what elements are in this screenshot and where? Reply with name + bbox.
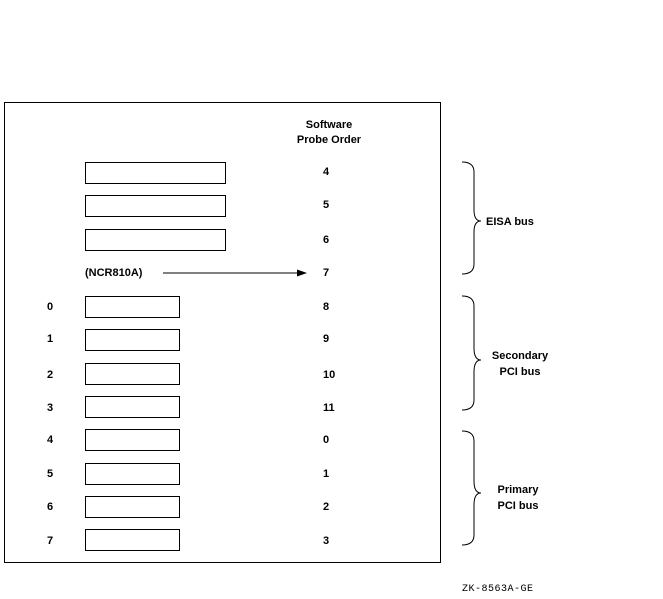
eisa-slot-2 [85, 195, 226, 217]
pci-probe-6: 2 [323, 501, 330, 513]
pci-probe-0: 8 [323, 301, 330, 313]
pci-probe-4: 0 [323, 434, 330, 446]
probe-order-header: Software Probe Order [274, 118, 384, 148]
pci-slot-7 [85, 529, 180, 551]
primary-pci-bus-label-line2: PCI bus [497, 500, 539, 512]
secondary-pci-bus-label-line2: PCI bus [499, 366, 541, 378]
onboard-controller-label: (NCR810A) [85, 267, 143, 279]
pci-slot-3 [85, 396, 180, 418]
probe-order-header-line2: Probe Order [296, 134, 362, 146]
pci-slot-2 [85, 363, 180, 385]
pci-slot-number-0: 0 [47, 301, 54, 313]
eisa-bus-label: EISA bus [486, 214, 556, 230]
pci-slot-number-6: 6 [47, 501, 54, 513]
pci-slot-5 [85, 463, 180, 485]
pci-slot-0 [85, 296, 180, 318]
onboard-probe: 7 [323, 267, 330, 279]
pci-slot-number-2: 2 [47, 369, 54, 381]
figure-id: ZK-8563A-GE [462, 584, 534, 595]
primary-pci-bus-label-line1: Primary [497, 484, 539, 496]
pci-probe-5: 1 [323, 468, 330, 480]
secondary-pci-bus-brace [461, 295, 482, 411]
pci-probe-2: 10 [323, 369, 336, 381]
pci-slot-number-1: 1 [47, 333, 54, 345]
diagram-frame [4, 102, 441, 563]
pci-probe-7: 3 [323, 535, 330, 547]
pci-slot-number-5: 5 [47, 468, 54, 480]
pci-slot-6 [85, 496, 180, 518]
secondary-pci-bus-label: Secondary PCI bus [482, 348, 558, 380]
pci-slot-1 [85, 329, 180, 351]
onboard-arrow [163, 269, 307, 277]
eisa-probe-3: 6 [323, 234, 330, 246]
pci-probe-3: 11 [323, 402, 335, 414]
eisa-bus-brace [461, 161, 482, 275]
pci-probe-1: 9 [323, 333, 330, 345]
primary-pci-bus-brace [461, 430, 482, 546]
eisa-probe-1: 4 [323, 166, 330, 178]
eisa-bus-label-line1: EISA bus [486, 216, 534, 228]
pci-slot-number-4: 4 [47, 434, 54, 446]
eisa-probe-2: 5 [323, 199, 330, 211]
pci-slot-4 [85, 429, 180, 451]
eisa-slot-3 [85, 229, 226, 251]
eisa-slot-1 [85, 162, 226, 184]
pci-slot-number-7: 7 [47, 535, 54, 547]
pci-slot-number-3: 3 [47, 402, 54, 414]
secondary-pci-bus-label-line1: Secondary [491, 350, 549, 362]
primary-pci-bus-label: Primary PCI bus [482, 482, 554, 514]
probe-order-header-line1: Software [305, 119, 353, 131]
